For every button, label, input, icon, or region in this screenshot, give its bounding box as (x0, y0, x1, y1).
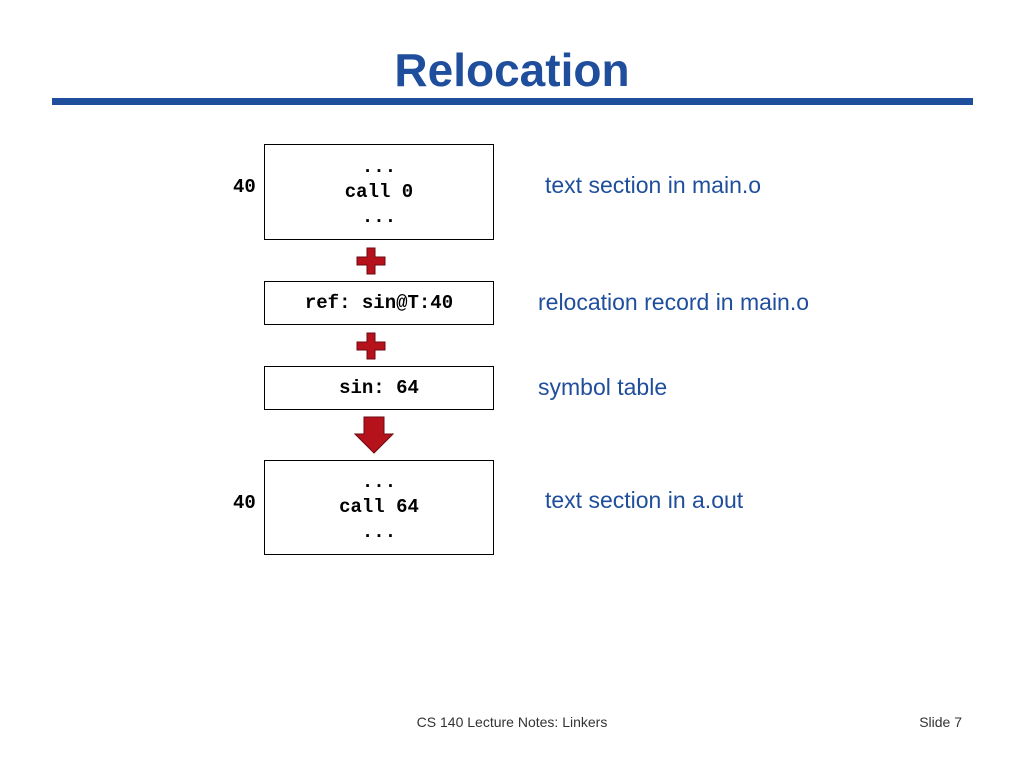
text-section-main-box: ... call 0 ... (264, 144, 494, 240)
caption-text-section-aout: text section in a.out (545, 487, 744, 513)
slide-title: Relocation (394, 44, 630, 96)
symbol-table-box: sin: 64 (264, 366, 494, 410)
caption-symbol-table: symbol table (538, 374, 668, 400)
address-label-main: 40 (233, 176, 256, 198)
plus-icon (356, 332, 386, 360)
relocation-record-text: ref: sin@T:40 (304, 291, 454, 314)
title-underline (52, 98, 973, 105)
code-line: ... (361, 471, 397, 493)
symbol-table-text: sin: 64 (339, 376, 419, 399)
footer-course: CS 140 Lecture Notes: Linkers (416, 714, 608, 730)
text-section-aout-box: ... call 64 ... (264, 460, 494, 555)
plus-icon (356, 247, 386, 275)
code-line: call 64 (339, 496, 419, 518)
code-line: ... (361, 521, 397, 543)
code-line: ... (361, 205, 397, 228)
code-line: call 0 (344, 180, 414, 203)
caption-text-section-main: text section in main.o (545, 172, 762, 198)
address-label-aout: 40 (233, 492, 256, 514)
footer-slide-number: Slide 7 (919, 714, 962, 730)
code-line: ... (361, 155, 397, 178)
down-arrow-icon (354, 416, 394, 454)
relocation-record-box: ref: sin@T:40 (264, 281, 494, 325)
caption-relocation-record: relocation record in main.o (538, 289, 810, 315)
